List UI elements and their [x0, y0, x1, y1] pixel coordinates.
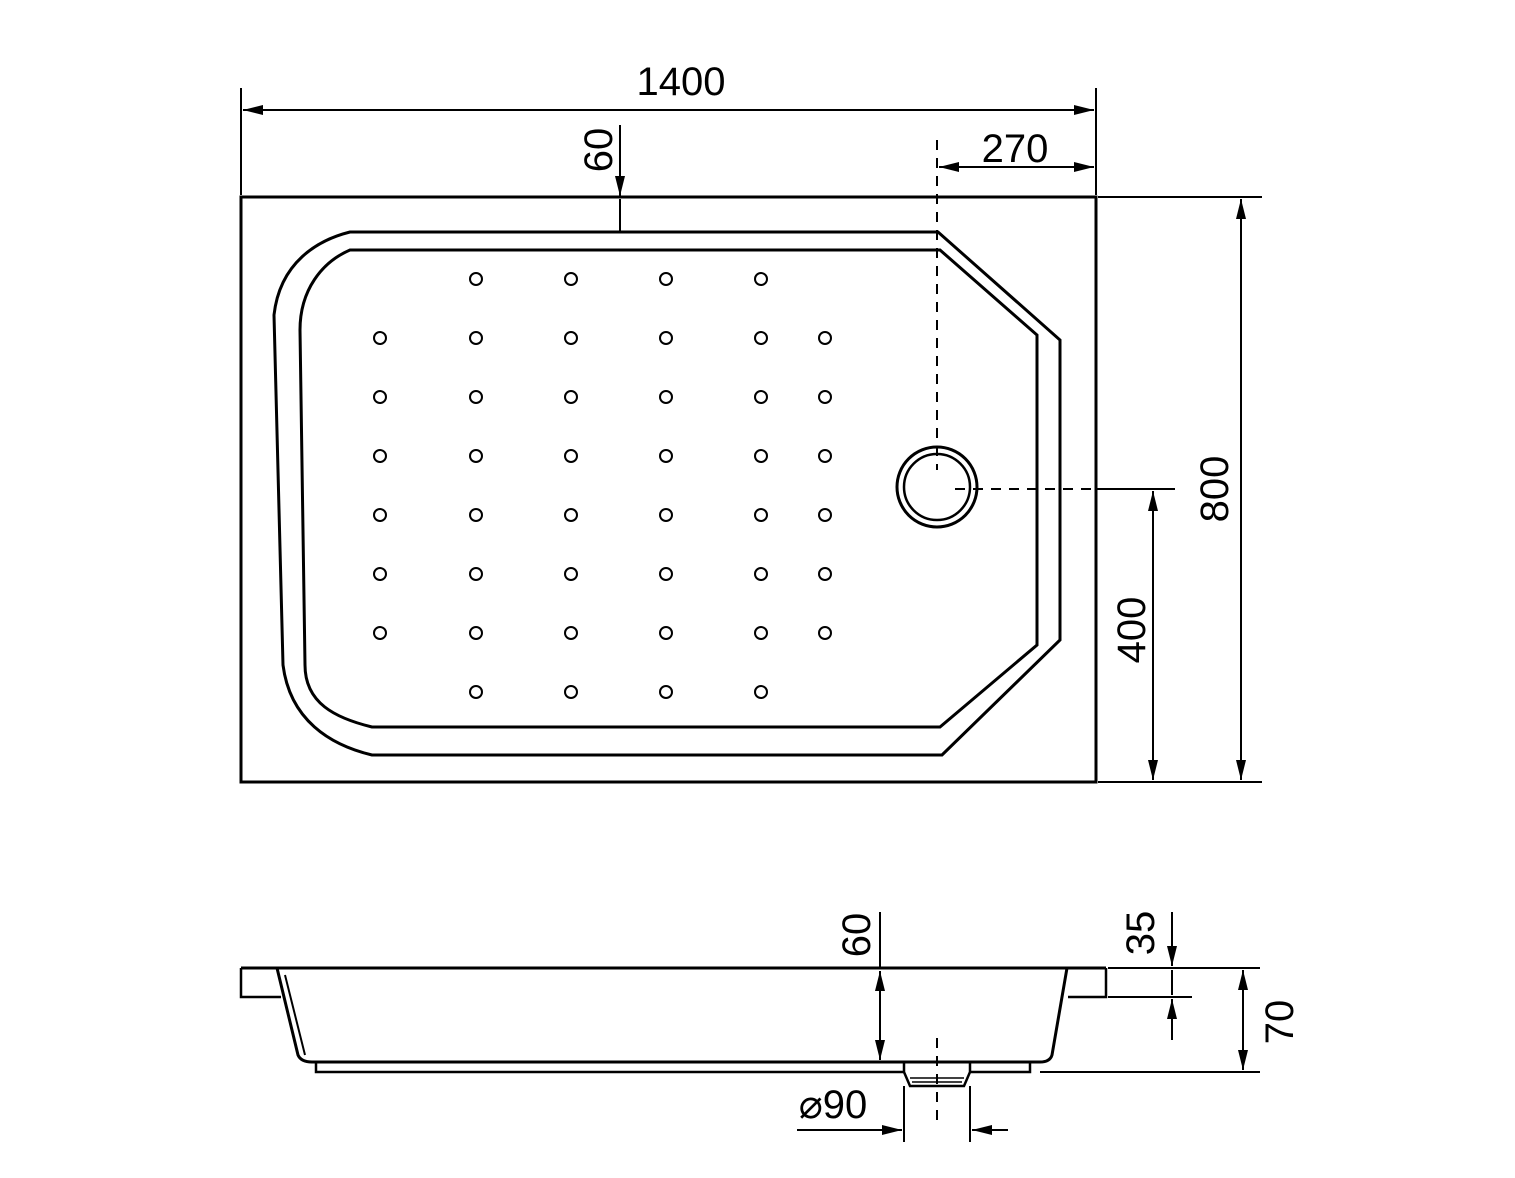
anti-slip-dot: [469, 567, 483, 581]
anti-slip-dot: [659, 567, 673, 581]
anti-slip-dot: [659, 626, 673, 640]
anti-slip-dot: [818, 626, 832, 640]
anti-slip-dot: [659, 449, 673, 463]
anti-slip-dot: [564, 626, 578, 640]
anti-slip-dot: [659, 508, 673, 522]
rim-width-label: 60: [577, 128, 621, 173]
anti-slip-dot: [373, 567, 387, 581]
top-view: [239, 140, 1098, 784]
anti-slip-dot: [469, 508, 483, 522]
anti-slip-dot: [754, 508, 768, 522]
anti-slip-dot: [564, 508, 578, 522]
anti-slip-dot: [564, 331, 578, 345]
anti-slip-dot: [373, 449, 387, 463]
anti-slip-dot: [373, 331, 387, 345]
rim-height-label: 35: [1119, 911, 1163, 956]
anti-slip-dot: [754, 567, 768, 581]
anti-slip-dot: [373, 508, 387, 522]
anti-slip-dot: [469, 685, 483, 699]
anti-slip-dot: [659, 685, 673, 699]
drain-inner: [902, 452, 972, 522]
anti-slip-dot: [469, 331, 483, 345]
anti-slip-dot: [754, 272, 768, 286]
basin-inner-contour: [298, 248, 1039, 729]
tray-depth-label: 60: [835, 913, 879, 958]
anti-slip-dot: [659, 272, 673, 286]
overall-width-label: 800: [1193, 456, 1237, 523]
dimension-drain-diameter: ⌀90: [797, 1083, 1008, 1142]
anti-slip-dot: [564, 272, 578, 286]
side-view: [239, 966, 1108, 1120]
dimension-total-height: 70: [1040, 967, 1302, 1073]
anti-slip-dot: [469, 272, 483, 286]
anti-slip-dot: [469, 390, 483, 404]
overall-length-label: 1400: [637, 60, 726, 104]
dimension-drain-offset-x: 270: [939, 127, 1094, 172]
anti-slip-dots: [373, 272, 832, 699]
anti-slip-dot: [373, 390, 387, 404]
dimension-tray-depth: 60: [835, 912, 885, 1060]
anti-slip-dot: [564, 390, 578, 404]
anti-slip-dot: [754, 449, 768, 463]
anti-slip-dot: [469, 449, 483, 463]
anti-slip-dot: [564, 685, 578, 699]
anti-slip-dot: [659, 390, 673, 404]
anti-slip-dot: [469, 626, 483, 640]
anti-slip-dot: [818, 390, 832, 404]
total-height-label: 70: [1258, 1000, 1302, 1045]
anti-slip-dot: [373, 626, 387, 640]
anti-slip-dot: [754, 626, 768, 640]
dimension-rim-height: 35: [1108, 911, 1192, 1040]
anti-slip-dot: [818, 567, 832, 581]
anti-slip-dot: [659, 331, 673, 345]
drain-outer: [895, 445, 979, 529]
basin-outer-contour: [272, 230, 1062, 757]
anti-slip-dot: [818, 508, 832, 522]
dimension-rim-width: 60: [577, 125, 625, 232]
anti-slip-dot: [754, 331, 768, 345]
anti-slip-dot: [564, 449, 578, 463]
drain-offset-x-label: 270: [982, 127, 1049, 171]
dimension-overall-width: 800: [1098, 196, 1262, 783]
drain-outlet: [902, 1062, 972, 1088]
anti-slip-dot: [754, 685, 768, 699]
anti-slip-dot: [818, 449, 832, 463]
drain-offset-y-label: 400: [1110, 597, 1154, 664]
dimension-overall-length: 1400: [240, 60, 1097, 195]
anti-slip-dot: [564, 567, 578, 581]
basin-section: [275, 967, 1069, 1064]
anti-slip-dot: [754, 390, 768, 404]
drain-diameter-label: ⌀90: [799, 1083, 868, 1127]
anti-slip-dot: [818, 331, 832, 345]
dimension-drain-offset-y: 400: [1096, 488, 1175, 780]
